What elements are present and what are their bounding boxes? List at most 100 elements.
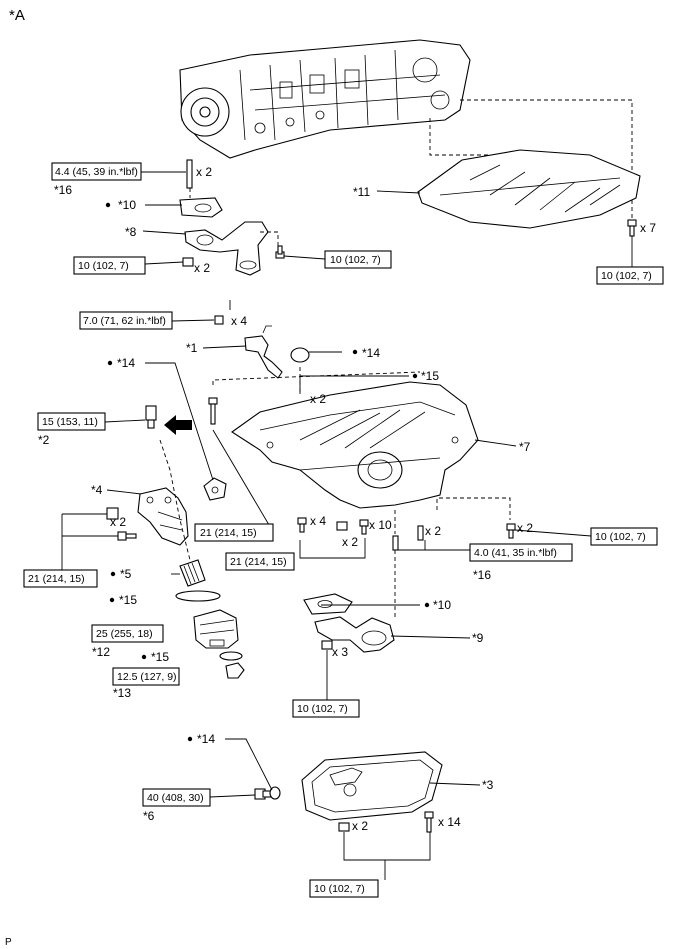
oil-pan-nut-x2 <box>336 521 348 531</box>
torque-box-t1: 4.4 (45, 39 in.*lbf) <box>51 162 142 181</box>
non-reusable-bullets <box>105 202 430 742</box>
svg-text:21 (214, 15): 21 (214, 15) <box>230 556 287 568</box>
baffle-plate <box>417 149 641 229</box>
qty-lower-nut: x 3 <box>332 645 348 659</box>
qty-baffle-bolt: x 7 <box>640 221 656 235</box>
torque-box-t14: 10 (102, 7) <box>292 699 360 718</box>
filter-bracket-gasket <box>203 477 227 501</box>
svg-text:7.0 (71, 62 in.*lbf): 7.0 (71, 62 in.*lbf) <box>83 315 166 327</box>
strainer-nut <box>182 257 194 267</box>
strainer-bolt <box>275 245 285 259</box>
torque-box-t10: 21 (214, 15) <box>23 569 98 588</box>
baffle-bolt <box>627 219 637 237</box>
svg-text:4.0 (41, 35 in.*lbf): 4.0 (41, 35 in.*lbf) <box>474 547 557 559</box>
callout-15a: *15 <box>421 369 439 383</box>
callout-1: *1 <box>186 341 198 355</box>
drain-plug-gasket <box>269 786 281 800</box>
callout-11: *11 <box>353 185 370 199</box>
oil-pan-drain-plug <box>254 788 272 800</box>
oil-strainer-lower <box>314 616 395 653</box>
svg-text:10 (102, 7): 10 (102, 7) <box>330 254 381 266</box>
leader-lines <box>61 171 633 880</box>
view-label: *A <box>9 7 25 24</box>
torque-box-t6: 15 (153, 11) <box>37 412 106 431</box>
oil-pan-bolt-x10 <box>359 519 369 535</box>
callout-14a: *14 <box>117 356 135 370</box>
callout-14c: *14 <box>197 732 215 746</box>
qty-pan-bolt-x10: x 10 <box>369 518 392 532</box>
svg-text:21 (214, 15): 21 (214, 15) <box>28 573 85 585</box>
oil-strainer <box>184 221 269 276</box>
torque-box-t16: 10 (102, 7) <box>309 879 379 898</box>
callout-16a: *16 <box>54 183 72 197</box>
svg-text:10 (102, 7): 10 (102, 7) <box>595 531 646 543</box>
callout-4: *4 <box>91 483 103 497</box>
torque-box-t5: 7.0 (71, 62 in.*lbf) <box>79 311 173 330</box>
torque-box-t3: 10 (102, 7) <box>324 250 392 269</box>
callout-14b: *14 <box>362 346 380 360</box>
svg-text:12.5 (127, 9): 12.5 (127, 9) <box>117 671 177 683</box>
oil-pan-long-bolt <box>208 397 218 425</box>
torque-box-t9: 10 (102, 7) <box>590 527 658 546</box>
engine-block <box>179 39 471 159</box>
oil-pan-no2-bolt <box>424 811 434 833</box>
callout-5: *5 <box>120 567 132 581</box>
svg-text:10 (102, 7): 10 (102, 7) <box>314 883 365 895</box>
bracket-bolt-a <box>106 507 119 520</box>
qty-stud-upper: x 2 <box>196 165 212 179</box>
callout-7: *7 <box>519 440 531 454</box>
oil-pan-no2-nut <box>338 822 350 832</box>
svg-text:4.4 (45, 39 in.*lbf): 4.4 (45, 39 in.*lbf) <box>55 166 138 178</box>
torque-box-t13: 12.5 (127, 9) <box>112 667 180 686</box>
callout-6: *6 <box>143 809 155 823</box>
oil-filter-element <box>179 559 206 587</box>
torque-box-t11: 4.0 (41, 35 in.*lbf) <box>469 543 573 562</box>
torque-box-t4: 10 (102, 7) <box>596 266 664 285</box>
qty-pan-bolt-right: x 2 <box>517 521 533 535</box>
callout-12: *12 <box>92 645 110 659</box>
torque-box-t12: 25 (255, 18) <box>91 624 164 643</box>
callout-3: *3 <box>482 778 494 792</box>
callout-15b: *15 <box>119 593 137 607</box>
callout-8: *8 <box>125 225 137 239</box>
svg-text:10 (102, 7): 10 (102, 7) <box>78 260 129 272</box>
qty-pan-no2-nut: x 2 <box>352 819 368 833</box>
callout-9: *9 <box>472 631 484 645</box>
lower-strainer-nut <box>321 640 333 650</box>
qty-o-ring: x 2 <box>310 392 326 406</box>
callout-2: *2 <box>38 433 50 447</box>
callout-16b: *16 <box>473 568 491 582</box>
oil-pan-no2 <box>301 751 443 821</box>
callout-15c: *15 <box>151 650 169 664</box>
callout-13: *13 <box>113 686 131 700</box>
oil-filter-bracket <box>137 487 189 546</box>
oil-filter-drain-plug <box>225 662 245 679</box>
oil-filter-cap <box>193 609 239 649</box>
qty-pan-nut: x 2 <box>342 535 358 549</box>
oil-pan-bolt-x4 <box>297 517 307 533</box>
cap-plug-o-ring <box>219 651 243 661</box>
oil-level-sensor <box>214 315 283 379</box>
callout-10b: *10 <box>433 598 451 612</box>
qty-pan-stud: x 2 <box>425 524 441 538</box>
svg-text:10 (102, 7): 10 (102, 7) <box>297 703 348 715</box>
svg-text:15 (153, 11): 15 (153, 11) <box>42 416 98 428</box>
gasket-lower <box>303 593 353 615</box>
front-arrow-icon <box>164 415 192 435</box>
bracket-bolt-b <box>117 531 137 541</box>
qty-bracket-bolt: x 2 <box>110 515 126 529</box>
oil-pan-sub-assembly <box>231 381 479 509</box>
torque-box-t15: 40 (408, 30) <box>142 788 211 807</box>
qty-pan-bolt-x4: x 4 <box>310 514 326 528</box>
svg-text:40 (408, 30): 40 (408, 30) <box>147 792 204 804</box>
torque-box-t2: 10 (102, 7) <box>73 256 146 275</box>
callout-10a: *10 <box>118 198 136 212</box>
oil-pan-stud-x2 <box>392 525 424 551</box>
oil-pan-bolt-right <box>506 523 516 539</box>
svg-text:25 (255, 18): 25 (255, 18) <box>96 628 153 640</box>
filter-cap-o-ring <box>175 590 221 602</box>
oil-pressure-switch <box>145 405 157 429</box>
svg-text:10 (102, 7): 10 (102, 7) <box>601 270 652 282</box>
footer-label: P <box>5 937 12 948</box>
